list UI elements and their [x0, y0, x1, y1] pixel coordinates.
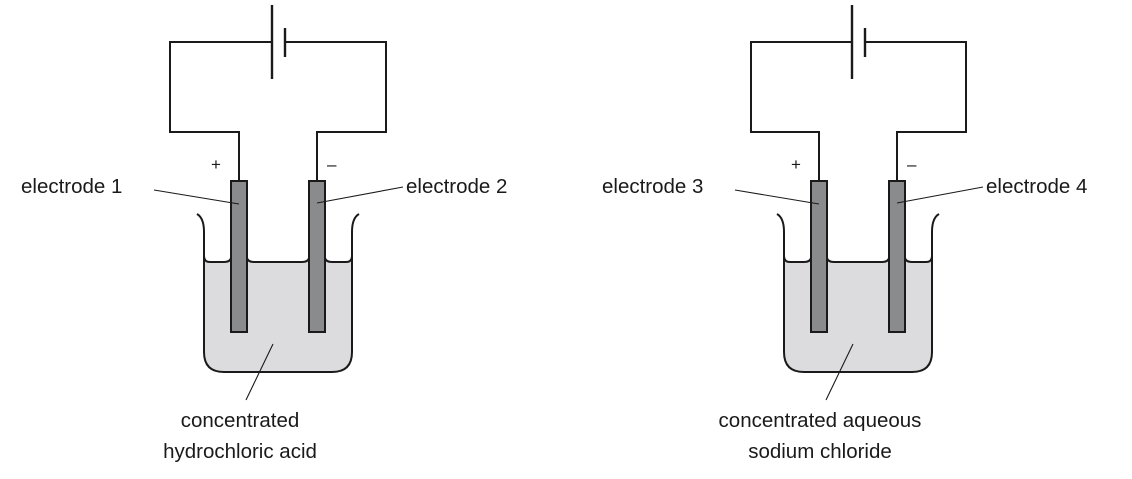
electrolysis-cell-hydrochloric-acid: + – electrode 1 electrode 2 concentrated… — [21, 5, 507, 463]
electrolyte-label-line2: hydrochloric acid — [163, 440, 317, 463]
electrode-3-label: electrode 3 — [602, 175, 703, 198]
electrolyte-label-line1: concentrated aqueous — [719, 409, 922, 432]
electrode-2-label: electrode 2 — [406, 175, 507, 198]
circuit-wire-left — [169, 41, 272, 181]
beaker — [776, 213, 940, 373]
electrode-1-label: electrode 1 — [21, 175, 122, 198]
battery-icon — [850, 5, 867, 79]
electrolysis-cell-sodium-chloride: + – electrode 3 electrode 4 concentrated… — [602, 5, 1087, 463]
electrolyte-liquid — [204, 258, 352, 372]
liquid-surface — [203, 255, 353, 263]
electrolyte-liquid — [784, 258, 932, 372]
electrode-2 — [308, 180, 326, 333]
negative-sign: – — [327, 155, 337, 174]
electrode-4 — [888, 180, 906, 333]
electrolyte-leader — [825, 343, 854, 401]
circuit-wire-right — [284, 41, 387, 181]
negative-sign: – — [907, 155, 917, 174]
electrode-4-label: electrode 4 — [986, 175, 1087, 198]
electrode-3 — [810, 180, 828, 333]
electrode-1-leader — [153, 189, 240, 205]
electrode-2-leader — [316, 186, 404, 204]
electrolyte-label-line2: sodium chloride — [748, 440, 892, 463]
battery-icon — [270, 5, 287, 79]
electrode-1 — [230, 180, 248, 333]
circuit-wire-right — [865, 41, 967, 181]
electrolyte-label-line1: concentrated — [181, 409, 300, 432]
liquid-surface — [783, 255, 933, 263]
positive-sign: + — [211, 155, 221, 174]
beaker — [196, 213, 360, 373]
electrode-3-leader — [734, 189, 820, 205]
electrode-4-leader — [896, 186, 984, 204]
circuit-wire-left — [750, 41, 852, 181]
positive-sign: + — [791, 155, 801, 174]
electrolyte-leader — [245, 343, 274, 401]
